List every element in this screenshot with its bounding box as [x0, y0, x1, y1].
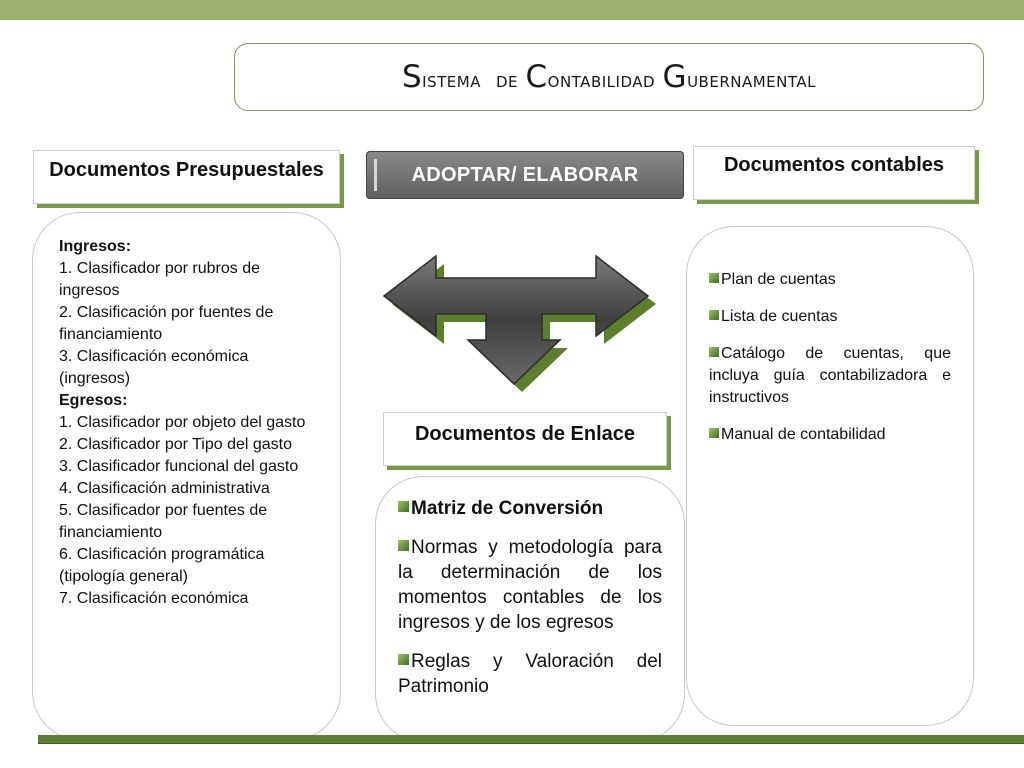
list-item: 3. Clasificación económica (ingresos) — [59, 348, 249, 387]
slide-title: Sistema de Contabilidad Gubernamental — [234, 43, 984, 111]
list-item: Manual de contabilidad — [709, 424, 951, 446]
ingresos-label: Ingresos: — [59, 238, 132, 255]
square-bullet-icon — [398, 501, 409, 512]
bottom-accent-line — [38, 735, 1024, 743]
banner-notch — [374, 159, 377, 191]
list-item: 5. Clasificador por fuentes de financiam… — [59, 502, 268, 541]
list-item: 1. Clasificador por rubros de ingresos — [59, 260, 260, 299]
square-bullet-icon — [709, 347, 719, 357]
square-bullet-icon — [398, 654, 409, 665]
list-item: Reglas y Valoración del Patrimonio — [398, 651, 662, 697]
square-bullet-icon — [709, 273, 719, 283]
panel-presupuestales: Ingresos: 1. Clasificador por rubros de … — [32, 212, 341, 740]
header-documentos-presupuestales: Documentos Presupuestales — [33, 150, 340, 204]
egresos-label: Egresos: — [59, 392, 128, 409]
list-item: 7. Clasificación económica — [59, 590, 249, 607]
adoptar-elaborar-banner: ADOPTAR/ ELABORAR — [366, 151, 684, 199]
adoptar-elaborar-label: ADOPTAR/ ELABORAR — [411, 163, 639, 186]
top-accent-band — [0, 0, 1024, 20]
list-item: 2. Clasificación por fuentes de financia… — [59, 304, 274, 343]
square-bullet-icon — [398, 540, 409, 551]
list-item: 6. Clasificación programática (tipología… — [59, 546, 265, 585]
list-item: 3. Clasificador funcional del gasto — [59, 458, 299, 475]
list-item: Matriz de Conversión — [398, 496, 662, 521]
header-documentos-contables: Documentos contables — [693, 146, 975, 200]
header-documentos-enlace: Documentos de Enlace — [383, 412, 667, 466]
panel-contables: Plan de cuentas Lista de cuentas Catálog… — [686, 226, 974, 726]
list-item: 4. Clasificación administrativa — [59, 480, 270, 497]
three-way-arrow-icon — [382, 254, 656, 392]
list-item: Plan de cuentas — [709, 269, 951, 291]
list-item: Normas y metodología para la determinaci… — [398, 537, 662, 633]
list-item: Catálogo de cuentas, que incluya guía co… — [709, 345, 951, 406]
panel-enlace: Matriz de Conversión Normas y metodologí… — [375, 476, 685, 742]
square-bullet-icon — [709, 310, 719, 320]
list-item: 2. Clasificador por Tipo del gasto — [59, 436, 293, 453]
square-bullet-icon — [709, 428, 719, 438]
slide-title-text: Sistema de Contabilidad Gubernamental — [401, 59, 816, 95]
list-item: Lista de cuentas — [709, 306, 951, 328]
list-item: 1. Clasificador por objeto del gasto — [59, 414, 306, 431]
